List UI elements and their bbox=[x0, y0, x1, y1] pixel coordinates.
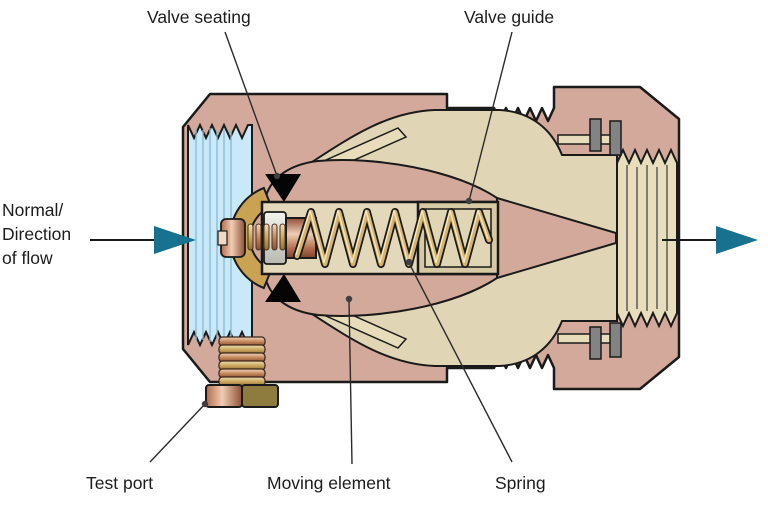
outlet-seals bbox=[557, 118, 622, 360]
labels: Valve seating Valve guide Normal/ Direct… bbox=[2, 7, 554, 493]
label-flow-line2: Direction bbox=[2, 224, 71, 244]
valve-seating-upper bbox=[265, 174, 301, 202]
leader-dots bbox=[201, 172, 473, 408]
plug-threads bbox=[218, 336, 266, 387]
spring bbox=[293, 208, 493, 268]
inlet-arrow-icon bbox=[154, 226, 196, 254]
label-valve-guide: Valve guide bbox=[464, 7, 554, 27]
label-spring: Spring bbox=[495, 473, 546, 493]
screw-threads bbox=[247, 223, 286, 251]
screw-slot bbox=[217, 230, 228, 246]
test-port-plug bbox=[205, 336, 279, 408]
label-flow-line1: Normal/ bbox=[2, 200, 63, 220]
plug-hex-left bbox=[205, 384, 243, 408]
label-test-port: Test port bbox=[86, 473, 153, 493]
valve-seating-lower bbox=[265, 274, 301, 302]
outlet-arrow-icon bbox=[716, 226, 758, 254]
flow-arrows bbox=[90, 226, 758, 254]
leader-lines bbox=[149, 31, 513, 465]
plug-hex-right bbox=[241, 384, 279, 408]
label-moving-element: Moving element bbox=[267, 473, 391, 493]
label-flow-line3: of flow bbox=[2, 248, 53, 268]
outlet-port bbox=[616, 147, 678, 329]
label-valve-seating: Valve seating bbox=[147, 7, 251, 27]
poppet-screw bbox=[217, 218, 286, 258]
outlet-thread-lines bbox=[626, 165, 668, 311]
